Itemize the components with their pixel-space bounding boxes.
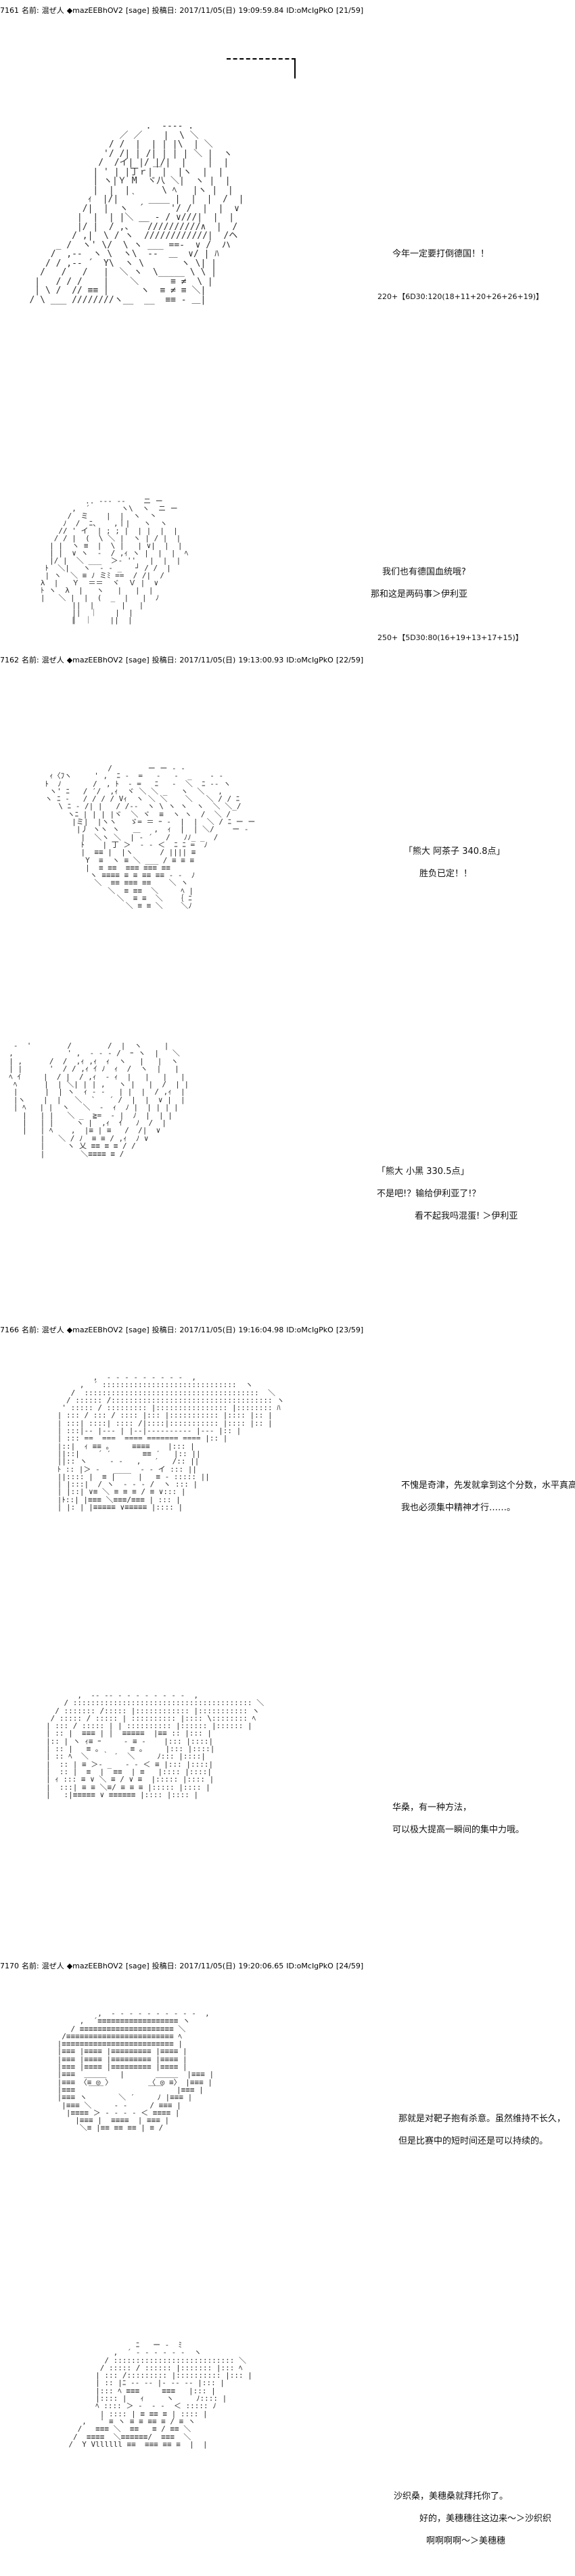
date-label: 投稿日: — [152, 1962, 177, 1970]
post-date: 2017/11/05(日) — [179, 6, 236, 15]
dialog-line: 可以极大提高一瞬间的集中力哦。 — [392, 1825, 525, 1835]
name-label: 名前: — [22, 6, 39, 15]
poster-name: 混ぜ人 — [41, 656, 64, 664]
page-counter: [22/59] — [336, 656, 364, 664]
dialog-line: 华桑，有一种方法， — [392, 1803, 472, 1813]
post-number: 7161 — [0, 6, 19, 15]
poster-trip: ◆mazEEBhOV2 — [66, 1326, 123, 1334]
name-label: 名前: — [22, 656, 39, 664]
dialog-line: 看不起我吗混蛋! ＞伊利亚 — [415, 1211, 518, 1221]
ascii-art-character: , ‐ ‐ ‐ ‐ ‐ ‐ ‐ ‐ ‐ - , , ´≡≡≡≡≡≡≡≡≡≡≡≡≡… — [57, 2010, 214, 2133]
ascii-art-character: - ' / / | ヽ | , ' , ‐ ‐ ‐ / ｰ ヽ | ＼ | , … — [9, 1042, 189, 1158]
dialog-line: 那就是对靶子抱有杀意。虽然维持不长久， — [398, 2114, 566, 2124]
poster-name: 混ぜ人 — [41, 1962, 64, 1970]
post-id: ID:oMcIgPkO — [286, 1326, 334, 1334]
date-label: 投稿日: — [152, 656, 177, 664]
date-label: 投稿日: — [152, 1326, 177, 1334]
mail-field: [sage] — [125, 1962, 150, 1970]
dialog-line: 「熊大 阿茶子 340.8点」 — [404, 846, 505, 857]
post-id: ID:oMcIgPkO — [286, 656, 334, 664]
poster-name: 混ぜ人 — [41, 6, 64, 15]
page-counter: [23/59] — [336, 1326, 364, 1334]
dialog-line: 好的，美穗穗往这边来～＞沙织织 — [419, 2514, 552, 2524]
dialog-line: 啊啊啊啊～＞美穗穗 — [426, 2536, 506, 2546]
name-label: 名前: — [22, 1326, 39, 1334]
ascii-art-character: / ー ー ‐ - ｨ〈ﾌヽ ' , ﾆ ‐ = - ‐ _ ‐ ‐ ﾄ ﾉ /… — [45, 765, 256, 911]
dialog-line: 沙织桑，美穗桑就拜托你了。 — [394, 2491, 509, 2502]
ascii-art-character: , ‐ ‐ ‐ ‐ ‐ ‐ ‐ ‐ - , , ´ ::::::::::::::… — [57, 1374, 285, 1512]
ascii-art-character: . -‐‐- . ／ ／ | \ ＼ / / | | | |\ | ＼ '/ /… — [29, 122, 244, 305]
dice-roll-line: 250+【5D30:80(16+19+13+17+15)】 — [377, 633, 523, 642]
ascii-art-character: ﾆ ー ‐ ﾐ , ´ ‐ ‐ ‐ ‐ ‐ ‐ ヽ / ::::::::::::… — [68, 2341, 252, 2449]
mail-field: [sage] — [125, 6, 150, 15]
post-id: ID:oMcIgPkO — [286, 6, 334, 15]
post-number: 7162 — [0, 656, 19, 664]
dialog-line: 我们也有德国血统哦? — [382, 567, 466, 577]
post-time: 19:09:59.84 — [238, 6, 284, 15]
page-counter: [21/59] — [336, 6, 364, 15]
poster-trip: ◆mazEEBhOV2 — [66, 1962, 123, 1970]
date-label: 投稿日: — [152, 6, 177, 15]
post-id: ID:oMcIgPkO — [286, 1962, 334, 1970]
post-date: 2017/11/05(日) — [179, 656, 236, 664]
dialog-line: 但是比赛中的短时间还是可以持续的。 — [398, 2136, 549, 2146]
poster-trip: ◆mazEEBhOV2 — [66, 656, 123, 664]
post-time: 19:16:04.98 — [238, 1326, 284, 1334]
poster-trip: ◆mazEEBhOV2 — [66, 6, 123, 15]
dialog-line: 不是吧!？输给伊利亚了!？ — [377, 1189, 481, 1199]
panel-bracket — [227, 58, 296, 78]
post-date: 2017/11/05(日) — [179, 1326, 236, 1334]
mail-field: [sage] — [125, 656, 150, 664]
page-counter: [24/59] — [336, 1962, 364, 1970]
name-label: 名前: — [22, 1962, 39, 1970]
ascii-art-character: , ‐‐ ‐‐ ‐ ‐ ‐ ‐ ‐ ‐ ‐ - , / ::::::::::::… — [45, 1692, 264, 1799]
mail-field: [sage] — [125, 1326, 150, 1334]
dice-roll-line: 220+【6D30:120(18+11+20+26+26+19)】 — [377, 292, 544, 301]
dialog-line: 那和这是两码事＞伊利亚 — [371, 589, 468, 600]
dialog-line: 胜负已定！！ — [419, 869, 473, 879]
post-time: 19:20:06.65 — [238, 1962, 284, 1970]
post-number: 7170 — [0, 1962, 19, 1970]
dialog-line: 我也必须集中精神才行……。 — [401, 1503, 516, 1513]
post-date: 2017/11/05(日) — [179, 1962, 236, 1970]
dialog-line: 不愧是奇津，先发就拿到这个分数，水平真高。 — [401, 1481, 575, 1491]
ascii-art-character: .. -‐‐ ‐- ニ ー , ´ ヽ\ ヽ ニ ー / ミ | | ヽ 丶 ﾉ… — [40, 497, 189, 625]
poster-name: 混ぜ人 — [41, 1326, 64, 1334]
dialog-line: 今年一定要打倒德国！！ — [392, 249, 490, 259]
dialog-line: 「熊大 小黑 330.5点」 — [377, 1167, 469, 1177]
post-time: 19:13:00.93 — [238, 656, 284, 664]
post-number: 7166 — [0, 1326, 19, 1334]
